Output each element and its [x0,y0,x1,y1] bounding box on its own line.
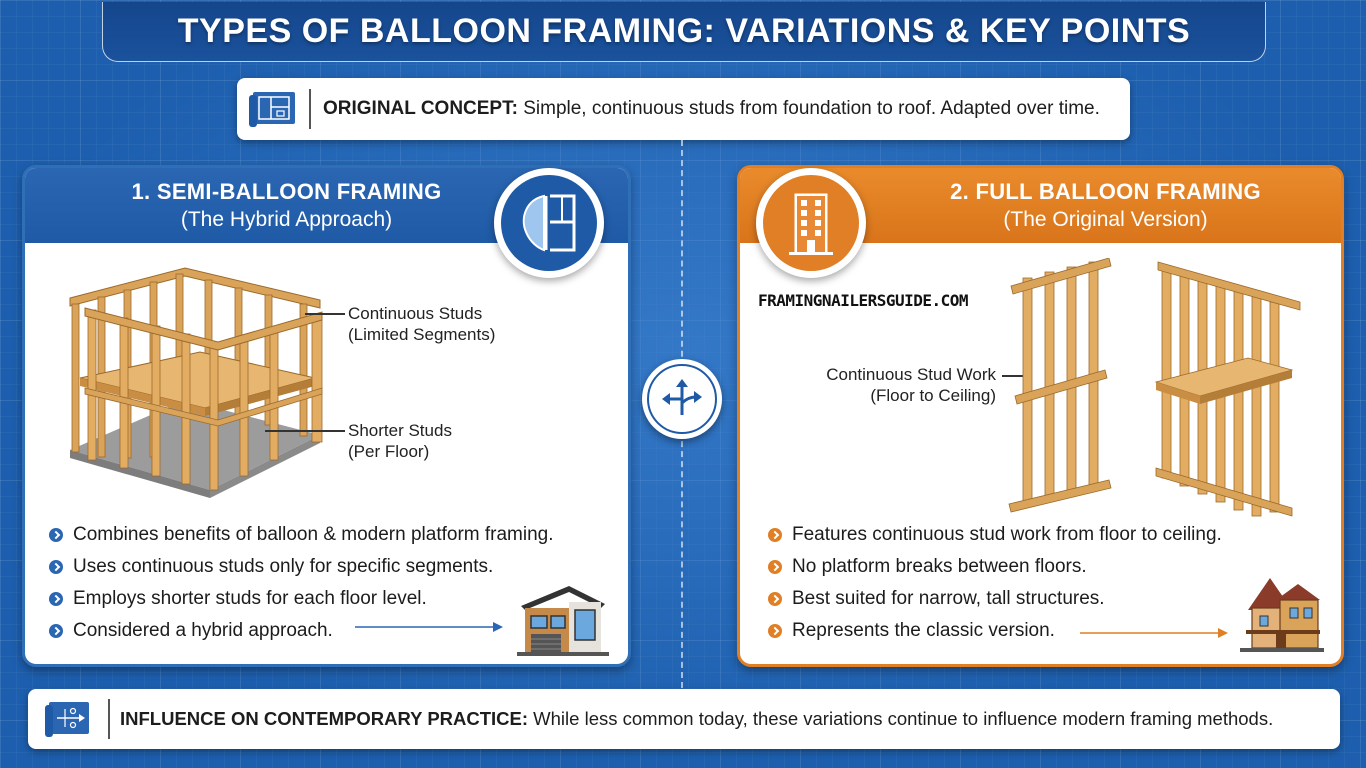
title-banner: TYPES OF BALLOON FRAMING: VARIATIONS & K… [102,2,1266,62]
footer-text: INFLUENCE ON CONTEMPORARY PRACTICE: Whil… [120,708,1273,730]
modern-house-icon [517,586,609,656]
chevron-bullet-icon [768,528,782,542]
shorter-studs-sublabel: (Per Floor) [348,442,430,462]
continuous-studs-leader [305,313,345,315]
concept-separator [309,89,311,129]
influence-banner: INFLUENCE ON CONTEMPORARY PRACTICE: Whil… [28,689,1340,749]
watermark-text: FRAMINGNAILERSGUIDE.COM [758,291,969,310]
full-balloon-heading: 2. FULL BALLOON FRAMING [950,179,1261,204]
chevron-bullet-icon [768,624,782,638]
semi-balloon-heading: 1. SEMI-BALLOON FRAMING [131,179,442,204]
continuous-studs-callout: Continuous Studs (Limited Segments) [348,303,495,346]
semi-balloon-bullets: Combines benefits of balloon & modern pl… [49,519,554,647]
chevron-bullet-icon [768,592,782,606]
compare-button [642,359,722,439]
footer-description: While less common today, these variation… [528,708,1274,729]
concept-text: ORIGINAL CONCEPT: Simple, continuous stu… [323,98,1100,120]
continuous-stud-work-leader [1002,375,1032,377]
semi-balloon-icon [501,175,597,271]
original-concept-banner: ORIGINAL CONCEPT: Simple, continuous stu… [237,78,1130,140]
shorter-studs-label: Shorter Studs [348,421,452,440]
full-balloon-subheading: (The Original Version) [1003,208,1208,231]
arrow-right-icon [355,622,503,632]
list-item: Considered a hybrid approach. [49,615,554,647]
full-balloon-badge [756,168,866,278]
chevron-bullet-icon [768,560,782,574]
full-balloon-panel: 2. FULL BALLOON FRAMING (The Original Ve… [737,165,1344,667]
victorian-house-icon [1240,578,1324,652]
chevron-bullet-icon [49,560,63,574]
tall-building-icon [763,175,859,271]
chevron-bullet-icon [49,624,63,638]
continuous-studs-sublabel: (Limited Segments) [348,325,496,345]
arrow-right-icon [1080,628,1228,638]
full-balloon-frame-illustration [1154,261,1301,517]
list-item: Features continuous stud work from floor… [768,519,1222,551]
footer-separator [108,699,110,739]
chevron-bullet-icon [49,592,63,606]
continuous-stud-work-sublabel: (Floor to Ceiling) [870,386,996,406]
list-item: Employs shorter studs for each floor lev… [49,583,554,615]
continuous-studs-label: Continuous Studs [348,304,483,323]
list-item: Combines benefits of balloon & modern pl… [49,519,554,551]
continuous-stud-work-callout: Continuous Stud Work (Floor to Ceiling) [816,364,996,407]
chevron-bullet-icon [49,528,63,542]
full-balloon-wall-illustration [1008,258,1112,513]
full-balloon-bullets: Features continuous stud work from floor… [768,519,1222,647]
shorter-studs-leader [265,430,345,432]
semi-balloon-frame-illustration [69,267,323,498]
split-arrows-icon [647,364,717,434]
list-item: Best suited for narrow, tall structures. [768,583,1222,615]
list-item: Represents the classic version. [768,615,1222,647]
page-title: TYPES OF BALLOON FRAMING: VARIATIONS & K… [177,12,1191,50]
footer-label: INFLUENCE ON CONTEMPORARY PRACTICE: [120,708,529,729]
semi-balloon-subheading: (The Hybrid Approach) [180,208,393,231]
blueprint-icon [237,78,309,140]
shorter-studs-callout: Shorter Studs (Per Floor) [348,420,452,463]
continuous-stud-work-label: Continuous Stud Work [826,365,996,384]
blueprint-flow-icon [28,689,108,749]
semi-balloon-badge [494,168,604,278]
concept-description: Simple, continuous studs from foundation… [517,98,1100,119]
list-item: No platform breaks between floors. [768,551,1222,583]
concept-label: ORIGINAL CONCEPT: [323,98,518,119]
list-item: Uses continuous studs only for specific … [49,551,554,583]
